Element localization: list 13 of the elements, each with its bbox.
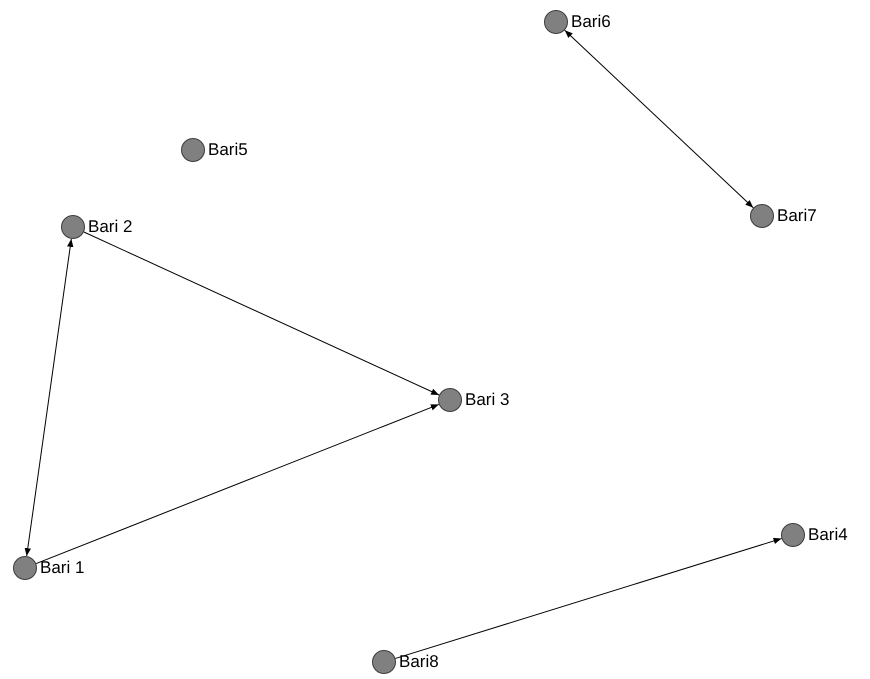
node-label: Bari4 [808, 525, 848, 545]
node-label: Bari 3 [465, 390, 510, 410]
arrow [83, 232, 440, 396]
node-label: Bari 2 [88, 217, 132, 237]
node-label: Bari 1 [40, 558, 84, 578]
node-label: Bari5 [208, 140, 248, 160]
node-label: Bari6 [571, 12, 611, 32]
arrow [564, 30, 754, 208]
arrow [394, 538, 782, 659]
node-label: Bari8 [399, 652, 439, 672]
arrow [36, 404, 440, 564]
node-label: Bari7 [777, 206, 817, 226]
arrow [24, 238, 74, 557]
